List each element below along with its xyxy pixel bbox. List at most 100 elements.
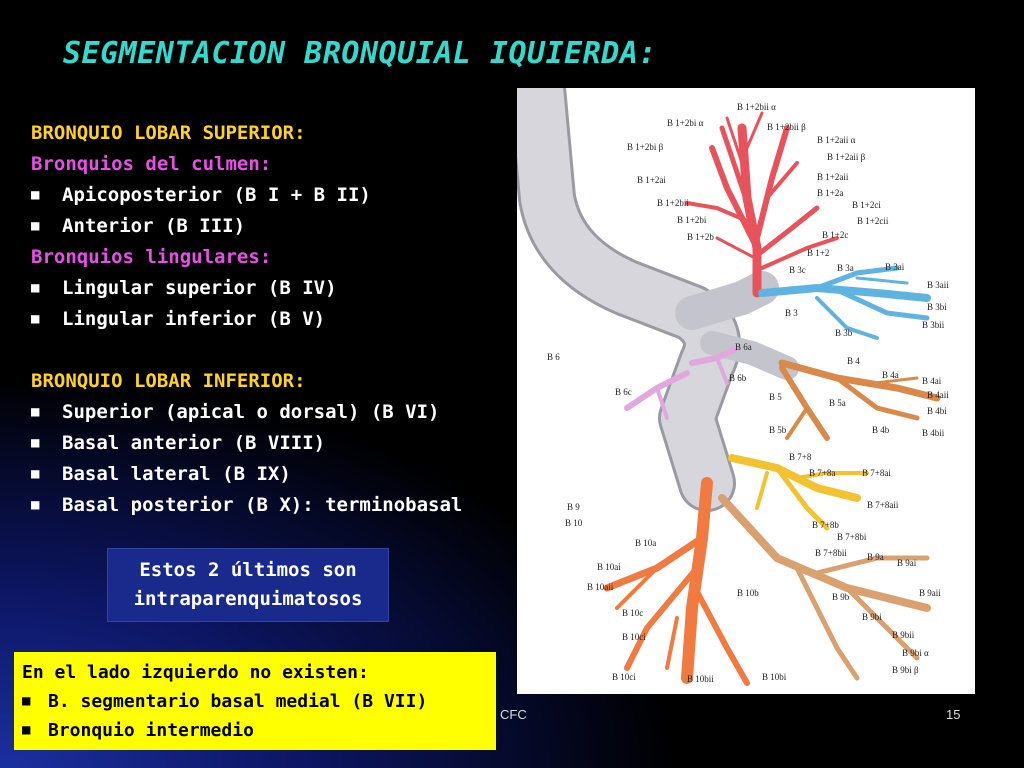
figure-label: B 3aii [927,280,949,290]
bullet-icon: ■ [31,466,40,482]
list-item: ■Apicoposterior (B I + B II) [31,180,511,211]
figure-label: B 10aii [587,582,614,592]
figure-label: B 1+2ci [852,200,881,210]
figure-label: B 10bi [762,672,787,682]
basal-posterior-branches [603,477,750,686]
figure-label: B 9b [832,592,850,602]
list-item: ■Anterior (B III) [31,211,511,242]
superior-heading: BRONQUIO LOBAR SUPERIOR: [31,122,306,144]
superior-segment-branches [624,345,740,420]
figure-label: B 10b [737,588,759,598]
figure-label: B 1+2bii α [737,102,776,112]
absent-heading: En el lado izquierdo no existen: [22,662,369,683]
figure-label: B 3bi [927,302,947,312]
figure-label: B 1+2b [687,232,714,242]
slide-body: BRONQUIO LOBAR SUPERIOR: Bronquios del c… [31,118,511,521]
figure-label: B 10ci [622,632,646,642]
figure-label: B 6a [735,342,752,352]
note-line: Estos 2 últimos son [139,559,357,581]
inferior-heading: BRONQUIO LOBAR INFERIOR: [31,370,306,392]
figure-label: B 1+2c [822,230,848,240]
apicoposterior-branches [685,111,839,298]
bullet-icon: ■ [31,311,40,327]
figure-label: B 1+2a [817,188,843,198]
figure-label: B 7+8ai [862,468,891,478]
bullet-icon: ■ [31,404,40,420]
bullet-icon: ■ [22,693,31,709]
figure-label: B 9bi β [892,665,919,675]
figure-label: B 5b [769,425,787,435]
page-number: 15 [946,707,961,722]
figure-label: B 10 [565,518,583,528]
figure-label: B 1+2aii β [827,152,866,162]
list-item: ■Lingular superior (B IV) [31,273,511,304]
figure-label: B 9a [867,552,884,562]
figure-label: B 10ci [612,672,636,682]
figure-label: B 1+2bii β [767,122,806,132]
figure-label: B 3c [789,265,806,275]
bullet-icon: ■ [31,280,40,296]
figure-label: B 1+2cii [857,216,889,226]
bullet-icon: ■ [31,497,40,513]
figure-label: B 3bii [922,320,945,330]
anterior-branches [758,265,931,340]
figure-label: B 7+8a [809,468,835,478]
figure-label: B 3ai [885,262,905,272]
figure-label: B 10c [622,608,643,618]
figure-label: B 7+8b [812,520,839,530]
figure-label: B 5 [769,392,782,402]
figure-label: B 7+8bi [837,532,867,542]
note-box: Estos 2 últimos son intraparenquimatosos [107,548,389,622]
figure-label: B 1+2 [807,248,829,258]
figure-label: B 9bi α [902,648,929,658]
figure-label: B 6c [615,387,632,397]
figure-label: B 10bii [687,674,714,684]
list-item: ■Basal posterior (B X): terminobasal [31,490,511,521]
footer-author: CFC [500,707,527,722]
bullet-icon: ■ [22,722,31,738]
bullet-icon: ■ [31,187,40,203]
figure-label: B 10ai [597,562,621,572]
lingular-heading: Bronquios lingulares: [31,246,272,268]
trachea-and-main-bronchus [517,88,799,512]
figure-label: B 4aii [927,390,949,400]
figure-label: B 5a [829,398,846,408]
figure-label: B 9bii [892,630,915,640]
figure-label: B 1+2ai [637,175,666,185]
bronchial-tree-figure: B 1+2bii α B 1+2bi α B 1+2bii β B 1+2bi … [517,88,975,694]
figure-label: B 1+2aii [817,172,849,182]
bullet-icon: ■ [31,435,40,451]
figure-label: B 4bi [927,406,947,416]
figure-label: B 10a [635,538,656,548]
list-item: ■Basal lateral (B IX) [31,459,511,490]
figure-label: B 1+2bi [677,215,707,225]
figure-label: B 4b [872,425,890,435]
list-item: ■Lingular inferior (B V) [31,304,511,335]
figure-label: B 4bii [922,428,945,438]
figure-label: B 7+8aii [867,500,899,510]
slide-title: SEGMENTACION BRONQUIAL IQUIERDA: [63,36,657,71]
figure-label: B 3a [837,263,854,273]
figure-label: B 6b [729,373,747,383]
list-item: ■Bronquio intermedio [22,716,488,745]
list-item: ■Superior (apical o dorsal) (B VI) [31,397,511,428]
figure-label: B 1+2bi β [627,142,664,152]
note-line: intraparenquimatosos [133,588,363,610]
bronchial-tree-illustration: B 1+2bii α B 1+2bi α B 1+2bii β B 1+2bi … [517,88,949,686]
bullet-icon: ■ [31,218,40,234]
figure-label: B 1+2bii [657,198,689,208]
figure-label: B 6 [547,352,560,362]
lingular-branches [778,359,941,441]
figure-label: B 9ai [897,558,917,568]
figure-label: B 3b [835,328,853,338]
basal-anterior-branches [728,454,869,531]
list-item: ■B. segmentario basal medial (B VII) [22,687,488,716]
basal-lateral-branches [718,494,931,681]
figure-label: B 9bi [862,612,882,622]
absent-box: En el lado izquierdo no existen: ■B. seg… [14,652,496,750]
culmen-heading: Bronquios del culmen: [31,153,272,175]
figure-label: B 9 [567,502,580,512]
figure-label: B 4ai [922,376,942,386]
figure-label: B 4 [847,356,860,366]
figure-label: B 4a [882,370,899,380]
